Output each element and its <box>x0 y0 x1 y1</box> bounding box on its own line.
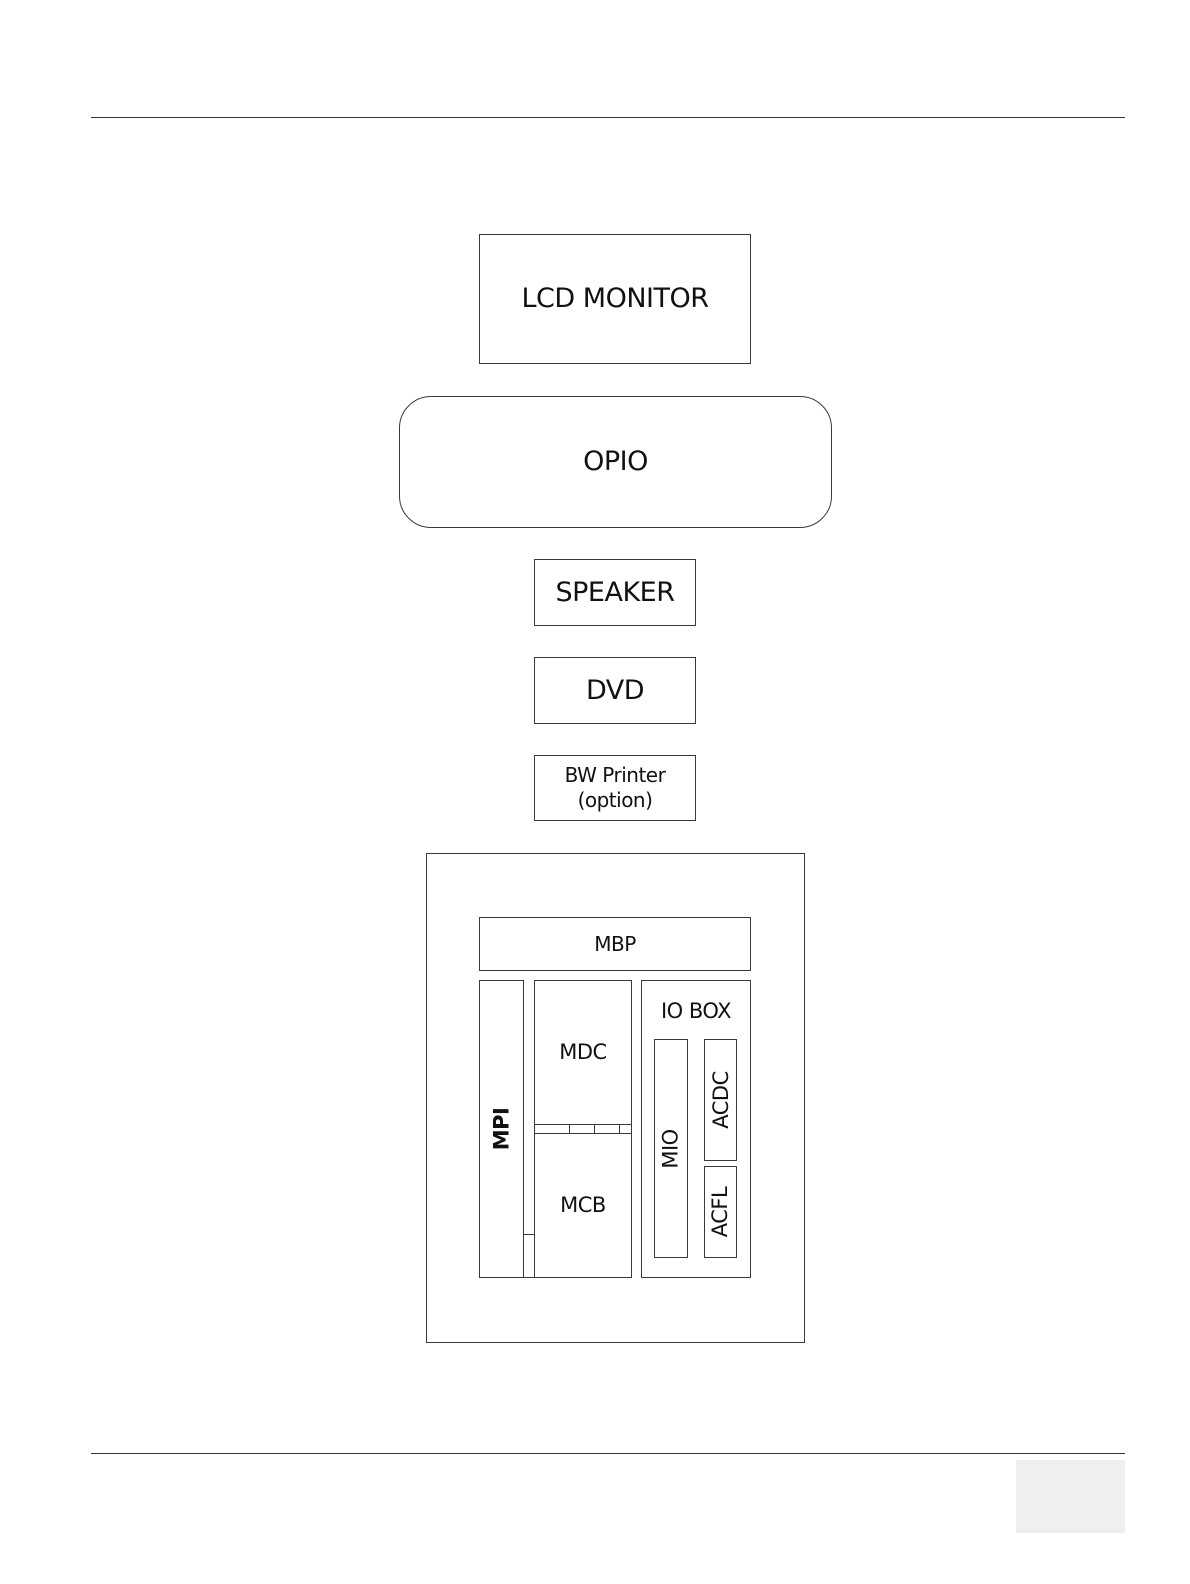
acfl-box: ACFL <box>704 1166 737 1258</box>
mio-label: MIO <box>659 1129 683 1168</box>
io-box-label: IO BOX <box>642 999 750 1023</box>
mpi-mcb-connector <box>523 1234 535 1278</box>
speaker-label: SPEAKER <box>556 576 675 610</box>
mio-box: MIO <box>654 1039 688 1258</box>
mbp-label: MBP <box>594 932 636 957</box>
mcb-box: MCB <box>534 1133 632 1278</box>
mcb-label: MCB <box>560 1192 606 1218</box>
mbp-box: MBP <box>479 917 751 971</box>
bw-printer-box: BW Printer (option) <box>534 755 696 821</box>
mdc-box: MDC <box>534 980 632 1125</box>
opio-box: OPIO <box>399 396 832 528</box>
mpi-box: MPI <box>479 980 524 1278</box>
lcd-monitor-label: LCD MONITOR <box>522 282 709 316</box>
bw-printer-option-label: (option) <box>578 788 653 813</box>
opio-label: OPIO <box>583 445 648 479</box>
footer-rule <box>91 1453 1125 1454</box>
header-rule <box>91 117 1125 118</box>
acdc-label: ACDC <box>709 1071 733 1129</box>
lcd-monitor-box: LCD MONITOR <box>479 234 751 364</box>
dvd-label: DVD <box>586 674 644 708</box>
acfl-label: ACFL <box>709 1187 733 1237</box>
dvd-box: DVD <box>534 657 696 724</box>
mpi-label: MPI <box>489 1108 513 1151</box>
acdc-box: ACDC <box>704 1039 737 1161</box>
mdc-label: MDC <box>559 1039 606 1065</box>
page-number-block <box>1016 1460 1125 1533</box>
speaker-box: SPEAKER <box>534 559 696 626</box>
bw-printer-label: BW Printer <box>565 763 666 788</box>
